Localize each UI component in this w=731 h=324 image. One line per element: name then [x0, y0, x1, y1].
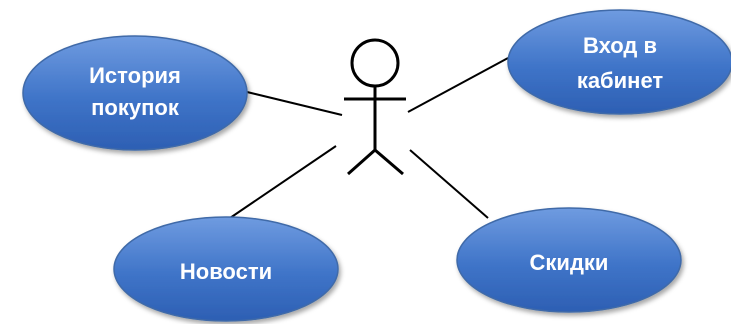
connector-discounts: [409, 149, 489, 219]
use-case-news: Новости: [113, 216, 339, 322]
use-case-login-ellipse: [507, 9, 731, 115]
connector-history: [246, 91, 343, 116]
use-case-history-label-line1: История: [89, 63, 181, 88]
use-case-login: Вход в кабинет: [507, 9, 731, 115]
use-case-history: История покупок: [22, 35, 248, 151]
use-case-login-label-line1: Вход в: [583, 33, 657, 58]
use-case-news-ellipse: [113, 216, 339, 322]
use-case-news-label: Новости: [180, 259, 272, 284]
use-case-discounts-label: Скидки: [530, 250, 609, 275]
use-case-history-label-line2: покупок: [91, 95, 180, 120]
use-case-discounts: Скидки: [456, 207, 682, 313]
use-case-discounts-ellipse: [456, 207, 682, 313]
use-case-login-label-line2: кабинет: [577, 68, 664, 93]
connector-login: [407, 57, 509, 113]
stick-figure-icon: [344, 38, 406, 176]
use-case-history-ellipse: [22, 35, 248, 151]
connector-news: [229, 145, 337, 219]
